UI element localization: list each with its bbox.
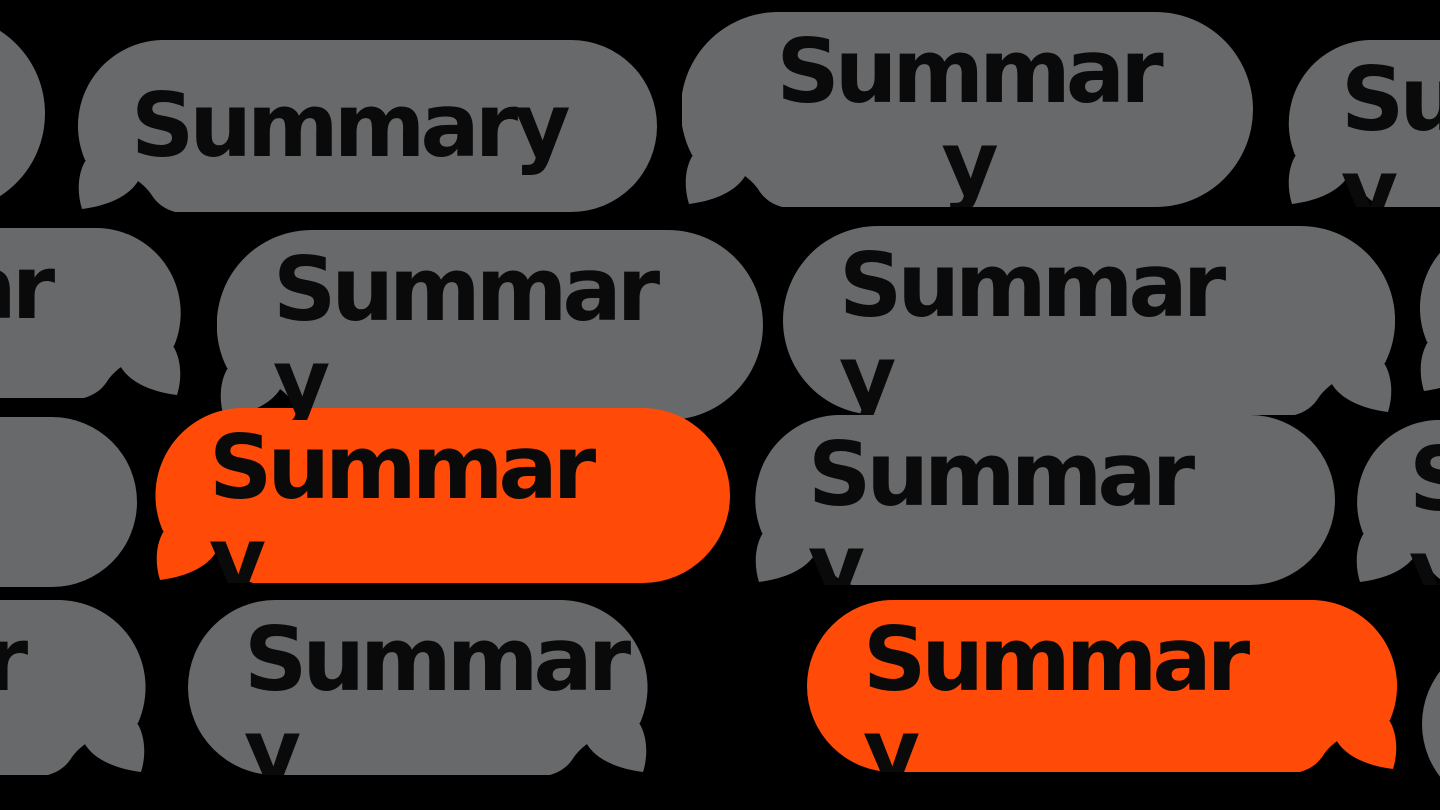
speech-bubble-r2-offleft: Summar y bbox=[0, 228, 184, 398]
speech-bubble-r2-offright: Summar y bbox=[1417, 222, 1440, 394]
bubble-label: Summary bbox=[131, 74, 571, 177]
bubble-label: Summar y bbox=[209, 416, 596, 584]
bubble-shape-left-tail bbox=[77, 40, 657, 212]
speech-bubble-r2-main1: Summar y bbox=[217, 230, 763, 420]
bubble-label: Summar y bbox=[273, 238, 660, 421]
bubble-shape-left-tail bbox=[217, 230, 763, 420]
speech-bubble-r4-offright: Summar y bbox=[1422, 638, 1440, 810]
bubble-shape-right-tail bbox=[0, 228, 181, 398]
bubble-shape-right-tail bbox=[188, 600, 648, 775]
speech-bubble-r1-offright: Summar y bbox=[1285, 40, 1440, 207]
bubble-label: Summar y bbox=[1422, 638, 1440, 810]
speech-bubble-r3-accent: Summar y bbox=[153, 408, 730, 583]
bubble-label: Summar y bbox=[0, 236, 55, 339]
bubble-shape-left-tail bbox=[1288, 40, 1440, 207]
bubble-label: Summar y bbox=[0, 608, 28, 711]
bubble-label: Summar y bbox=[863, 608, 1250, 773]
bubble-shape-left-tail bbox=[682, 12, 1253, 207]
bubble-label: Summar y bbox=[776, 20, 1163, 208]
bubble-shape-left-tail bbox=[155, 408, 730, 583]
speech-bubble-r2-main2: Summar y bbox=[783, 226, 1395, 415]
bubble-label: Summar y bbox=[244, 608, 631, 776]
bubble-shape-right-tail bbox=[807, 600, 1398, 772]
speech-bubble-r1-offleft: Summar y bbox=[0, 15, 45, 212]
speech-bubble-r3-offright: Summar y bbox=[1353, 420, 1440, 585]
bubble-shape-left-tail bbox=[755, 415, 1335, 585]
bubble-label: Summar y bbox=[0, 417, 137, 587]
speech-bubble-r4-offleft: Summar y bbox=[0, 600, 148, 775]
bubble-label: Summar y bbox=[808, 423, 1195, 586]
bubble-label: Summar y bbox=[1409, 434, 1440, 586]
bubble-shape-right-tail bbox=[783, 226, 1395, 415]
speech-bubble-r3-offleft: Summar y bbox=[0, 417, 137, 587]
bubble-shape-right-tail bbox=[0, 600, 146, 775]
bubble-label: Summar y bbox=[1341, 48, 1440, 208]
bubble-label: Summar y bbox=[0, 15, 45, 212]
bubble-shape-left-tail bbox=[1420, 252, 1440, 391]
speech-bubble-r3-main2: Summar y bbox=[752, 415, 1335, 585]
bubble-label: Summar y bbox=[839, 234, 1226, 416]
speech-bubble-r1-main1: Summary bbox=[75, 40, 657, 212]
bubble-shape-left-tail bbox=[0, 30, 45, 197]
speech-bubble-r4-main1: Summar y bbox=[188, 600, 650, 775]
speech-bubble-r1-main2: Summar y bbox=[682, 12, 1253, 207]
bubble-shape-left-tail bbox=[0, 417, 137, 587]
bubble-shape-pill bbox=[1422, 671, 1440, 777]
bubble-label: Summar y bbox=[1417, 222, 1440, 394]
speech-bubble-r4-accent: Summar y bbox=[807, 600, 1400, 772]
bubble-shape-left-tail bbox=[1356, 420, 1440, 582]
